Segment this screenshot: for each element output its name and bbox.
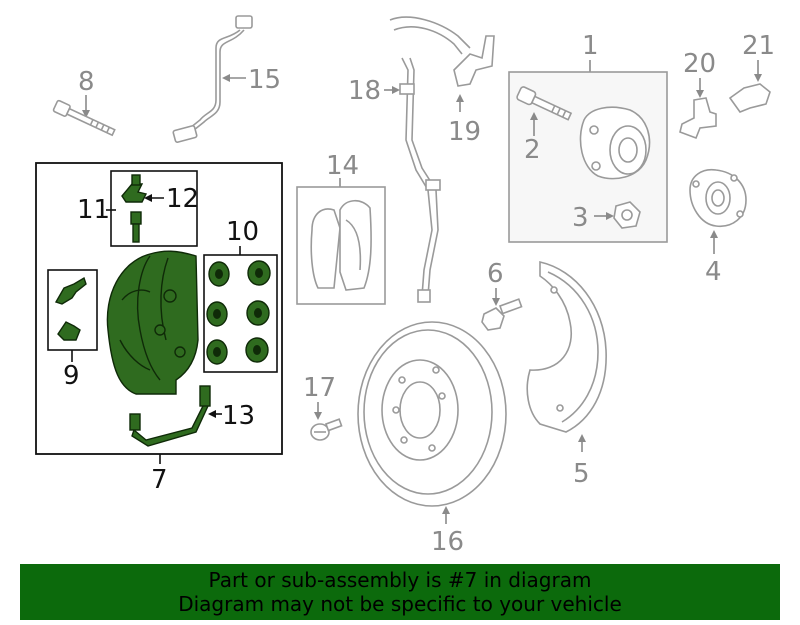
callout-14: 14 [326, 151, 359, 181]
callout-15: 15 [248, 65, 281, 95]
parts-diagram: 8 15 11 12 [35, 15, 775, 557]
part-20-sensor: 20 [679, 49, 717, 140]
callout-18: 18 [348, 76, 381, 106]
callout-21: 21 [742, 31, 775, 61]
callout-12: 12 [166, 184, 199, 214]
part-15-sensor-wire: 15 [172, 15, 281, 143]
callout-20: 20 [683, 49, 716, 79]
callout-9: 9 [63, 361, 80, 391]
callout-1: 1 [582, 31, 599, 61]
callout-2: 2 [524, 135, 541, 165]
callout-8: 8 [78, 67, 95, 97]
callout-17: 17 [303, 373, 336, 403]
part-19-bracket: 19 [448, 35, 495, 147]
callout-10: 10 [226, 217, 259, 247]
callout-3: 3 [572, 203, 589, 233]
part-8-bolt: 8 [52, 67, 116, 137]
banner-line-1: Part or sub-assembly is #7 in diagram [208, 568, 592, 592]
callout-6: 6 [487, 259, 504, 289]
callout-5: 5 [573, 459, 590, 489]
callout-11: 11 [77, 195, 110, 225]
callout-7: 7 [151, 465, 168, 495]
info-banner: Part or sub-assembly is #7 in diagram Di… [20, 564, 780, 620]
part-16-brake-rotor: 16 [357, 321, 507, 557]
callout-19: 19 [448, 117, 481, 147]
part-1-hub-assembly: 1 2 3 [508, 31, 668, 243]
part-7-caliper-assembly-box: 11 12 9 13 [35, 162, 283, 495]
callout-16: 16 [431, 527, 464, 557]
piston-seals [206, 260, 271, 365]
part-17-screw: 17 [303, 373, 343, 441]
callout-4: 4 [705, 257, 722, 287]
part-4-hub: 4 [689, 168, 747, 287]
callout-13: 13 [222, 401, 255, 431]
part-14-brake-pads: 14 [296, 151, 386, 305]
caliper-body [106, 250, 199, 395]
part-21-bolt: 21 [728, 31, 775, 113]
banner-line-2: Diagram may not be specific to your vehi… [178, 592, 622, 616]
part-5-dust-shield: 5 [526, 261, 607, 489]
part-6-bolt: 6 [481, 259, 523, 331]
part-18-brake-line: 18 [348, 16, 471, 303]
